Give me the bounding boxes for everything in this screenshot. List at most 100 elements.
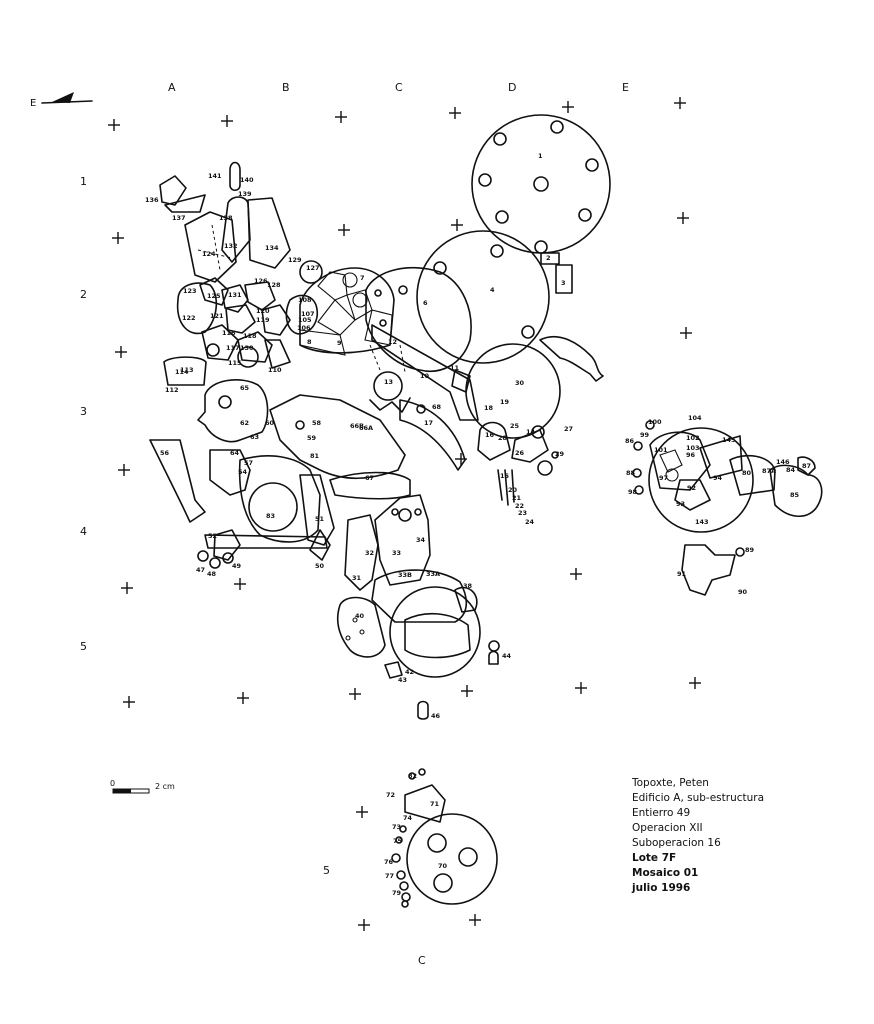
piece-label: 52	[208, 532, 217, 540]
grid-cross	[358, 919, 370, 931]
piece-label: 11	[450, 364, 460, 372]
piece-label: 66A	[359, 424, 373, 432]
piece-label: 130	[240, 344, 254, 352]
piece-label: 145	[722, 436, 736, 444]
piece-label: 56	[160, 449, 170, 457]
piece-label: 138	[219, 214, 233, 222]
piece-17	[399, 399, 466, 471]
piece-label: 110	[268, 366, 282, 374]
piece-label: 80	[742, 469, 752, 477]
piece-label: 64	[230, 449, 240, 457]
piece-label: 51	[315, 515, 325, 523]
grid-cross	[674, 97, 686, 109]
piece-label: 50	[315, 562, 325, 570]
piece-label: 123	[183, 287, 197, 295]
piece-label: 101	[654, 446, 668, 454]
piece-label: 31	[352, 574, 362, 582]
info-building: Edificio A, sub-estructura	[632, 792, 765, 804]
piece-label: 65	[240, 384, 250, 392]
grid-cross	[115, 346, 127, 358]
grid-cross	[562, 101, 574, 113]
column-label-B: B	[282, 81, 290, 94]
piece-label: 125	[207, 292, 221, 300]
piece-label: 143	[695, 518, 709, 526]
piece-label: 18	[484, 404, 494, 412]
grid-cross	[123, 696, 135, 708]
row-label-4: 4	[80, 525, 87, 538]
left-block-cluster	[159, 161, 291, 386]
right-disc-cluster	[632, 420, 823, 596]
piece-label: 120	[256, 307, 270, 315]
piece-label: 42	[405, 668, 414, 676]
piece-label: 124	[202, 250, 216, 258]
piece-label: 17	[424, 419, 433, 427]
piece-label: 89	[745, 546, 755, 554]
grid-cross	[121, 582, 133, 594]
piece-label: 20	[508, 486, 518, 494]
column-label-C: C	[395, 81, 403, 94]
piece-label: 116	[222, 329, 236, 337]
piece-label: 113	[180, 366, 194, 374]
piece-label: 114	[175, 368, 189, 376]
piece-46	[417, 700, 429, 720]
piece-label: 92	[687, 484, 696, 492]
piece-label: 141	[208, 172, 222, 180]
piece-label: 33A	[426, 570, 440, 578]
disc-piece-4	[416, 230, 550, 364]
piece-2	[540, 252, 560, 265]
grid-cross	[108, 119, 120, 131]
piece-label: 33B	[398, 571, 412, 579]
piece-67	[329, 471, 411, 500]
piece-label: 43	[398, 676, 407, 684]
piece-label: 84	[786, 466, 796, 474]
piece-label: 34	[416, 536, 426, 544]
piece-label: 44	[502, 652, 512, 660]
piece-label: 82	[408, 772, 417, 780]
piece-label: 57	[244, 459, 253, 467]
piece-label: 29	[555, 450, 565, 458]
piece-label: 67	[365, 474, 374, 482]
piece-label: 88	[626, 469, 636, 477]
piece-label: 70	[438, 862, 448, 870]
scale-bar	[112, 788, 150, 794]
piece-label: 119	[256, 316, 270, 324]
piece-label: 24	[525, 518, 535, 526]
piece-127	[299, 260, 323, 284]
piece-label: 49	[232, 562, 242, 570]
north-arrow-icon	[41, 92, 93, 104]
piece-label: 25	[510, 422, 520, 430]
piece-label: 85	[790, 491, 800, 499]
piece-label: 100	[648, 418, 662, 426]
grid-cross	[677, 212, 689, 224]
scale-bar-start-label: 0	[110, 779, 115, 788]
piece-label: 46	[431, 712, 441, 720]
piece-label: 112	[165, 386, 179, 394]
piece-label: 9	[337, 339, 342, 347]
piece-label: 134	[265, 244, 279, 252]
piece-label: 59	[307, 434, 317, 442]
piece-label: 23	[518, 509, 527, 517]
grid-cross	[237, 692, 249, 704]
piece-label: 87	[802, 462, 811, 470]
piece-66	[269, 394, 406, 480]
grid-cross	[356, 806, 368, 818]
piece-label: 117	[226, 344, 240, 352]
piece-label: 26	[515, 449, 525, 457]
info-operation: Operacion XII	[632, 822, 703, 834]
piece-label: 58	[312, 419, 322, 427]
piece-label: 91	[677, 570, 687, 578]
inset-column-label: C	[418, 954, 426, 967]
piece-label: 6	[423, 299, 428, 307]
figure-center-lower	[336, 494, 481, 679]
piece-label: 79	[392, 889, 402, 897]
piece-label: 27	[564, 425, 573, 433]
piece-label: 121	[210, 312, 224, 320]
column-label-D: D	[508, 81, 516, 94]
piece-label: 103	[686, 444, 700, 452]
piece-label: 14	[526, 428, 536, 436]
info-burial: Entierro 49	[632, 807, 691, 819]
piece-label: 107	[301, 310, 315, 318]
